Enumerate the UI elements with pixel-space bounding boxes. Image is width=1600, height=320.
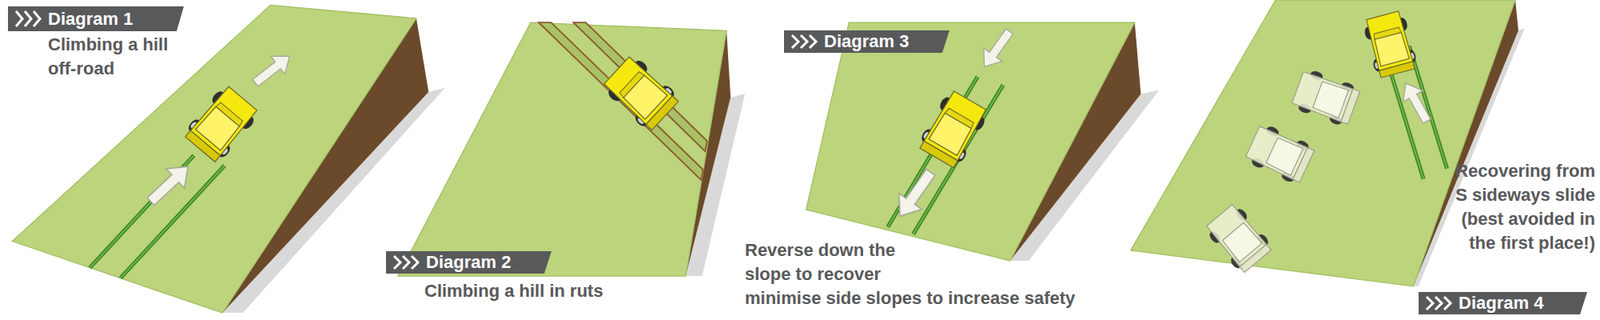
slope-top: [806, 22, 1135, 261]
tag-background: [7, 6, 184, 32]
caption: minimise side slopes to increase safety: [744, 286, 1075, 311]
diagram-tag: Diagram 4: [1418, 291, 1588, 315]
chevron-icon: [800, 35, 808, 48]
chevron-icon: [411, 255, 418, 269]
tag-title: Diagram 4: [1458, 291, 1544, 315]
track: [913, 84, 1003, 235]
sliding-car: [1290, 67, 1362, 128]
tag-title: Diagram 1: [47, 6, 133, 32]
caption: Reverse down the slope to recover: [744, 238, 933, 287]
sliding-car: [1243, 121, 1317, 187]
direction-arrow: [248, 47, 297, 92]
caption-box: minimise side slopes to increase safety: [744, 286, 1075, 311]
caption-box: Climbing a hill off-road: [47, 32, 192, 81]
scene: [11, 0, 1525, 313]
direction-arrow: [975, 24, 1019, 74]
tag-title: Diagram 2: [425, 250, 511, 274]
direction-arrow: [888, 163, 943, 224]
tag-background: [386, 250, 552, 274]
caption-box: Reverse down the slope to recover: [744, 238, 933, 287]
slope-top: [11, 4, 417, 313]
direction-arrow: [141, 156, 197, 211]
chevron-icon: [1444, 296, 1451, 310]
tag-background: [784, 30, 950, 53]
chevron-icon: [1426, 296, 1433, 310]
caption: Climbing a hill off-road: [47, 32, 192, 81]
diagram-tag: Diagram 2: [386, 250, 552, 274]
car: [1361, 9, 1420, 79]
rut: [538, 22, 704, 180]
diagram-tag: Diagram 3: [784, 30, 950, 53]
car: [915, 87, 991, 170]
rut: [573, 22, 708, 152]
direction-arrow: [1396, 77, 1437, 127]
tag-background: [1418, 291, 1588, 315]
chevron-icon: [402, 255, 410, 269]
chevron-icon: [809, 35, 816, 48]
track: [913, 84, 1003, 235]
chevron-icon: [394, 255, 401, 269]
chevron-icon: [33, 11, 40, 27]
chevron-icon: [792, 35, 799, 48]
caption: Climbing a hill in ruts: [424, 278, 604, 303]
tag-title: Diagram 3: [823, 30, 909, 53]
slope-top: [1130, 0, 1516, 287]
car: [181, 83, 261, 165]
chevron-icon: [1435, 296, 1442, 310]
slope-top: [398, 22, 727, 276]
chevron-icon: [15, 11, 23, 27]
caption: Recovering from S sideways slide (best a…: [1452, 159, 1596, 255]
diagram-tag: Diagram 1: [7, 6, 184, 32]
chevron-icon: [24, 11, 32, 27]
caption-box: Recovering from S sideways slide (best a…: [1452, 159, 1596, 255]
caption-box: Climbing a hill in ruts: [424, 278, 604, 303]
sliding-car: [1202, 201, 1274, 275]
car: [600, 52, 682, 134]
